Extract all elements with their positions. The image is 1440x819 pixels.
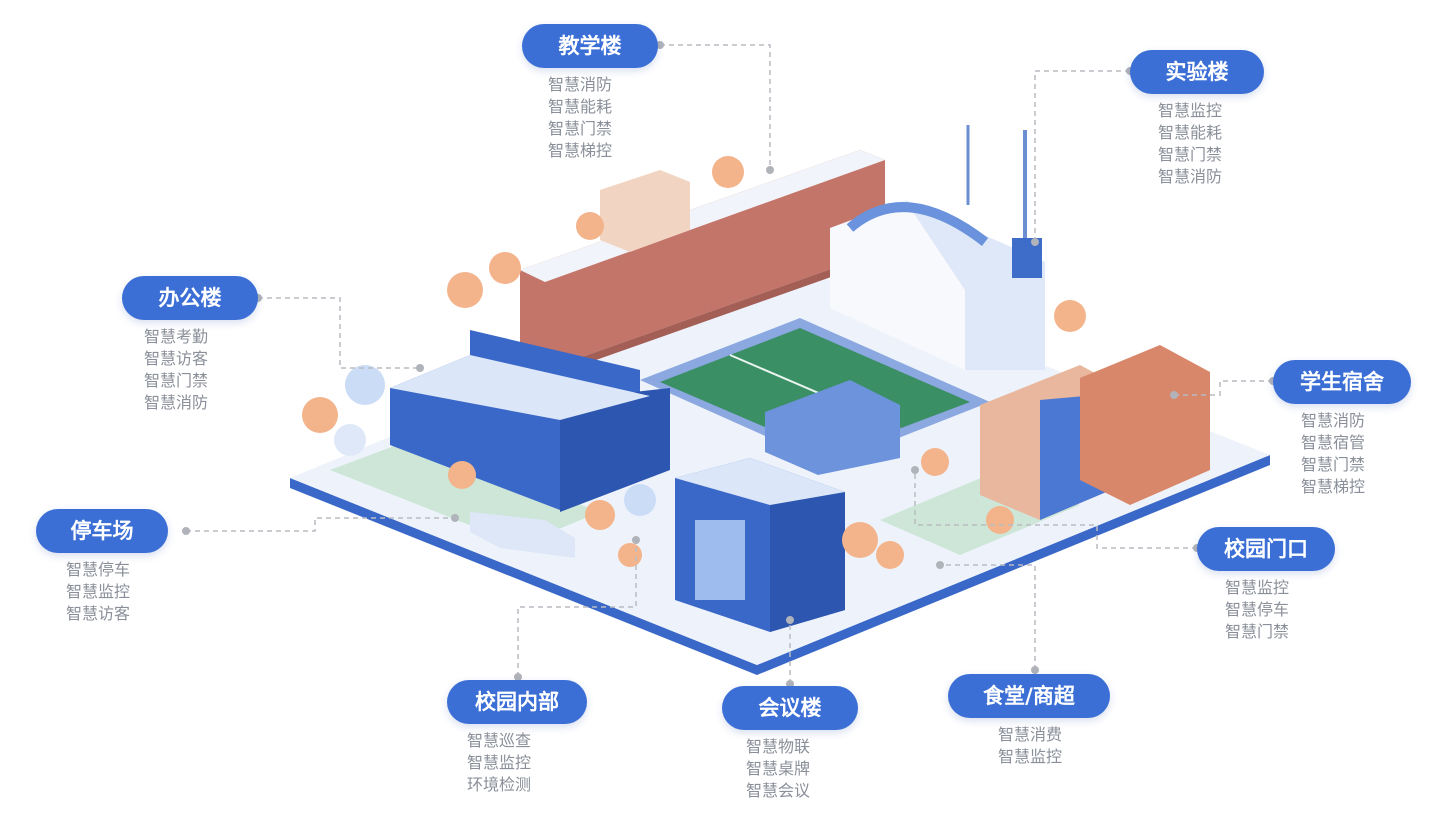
zone-parking: 停车场 智慧停车 智慧监控 智慧访客 — [36, 509, 168, 625]
zone-label[interactable]: 学生宿舍 — [1273, 360, 1411, 404]
zone-dorm: 学生宿舍 智慧消防 智慧宿管 智慧门禁 智慧梯控 — [1273, 360, 1411, 498]
feature-item: 智慧考勤 — [144, 327, 209, 346]
connector-parking — [186, 517, 455, 532]
zone-label[interactable]: 教学楼 — [522, 24, 658, 68]
zone-canteen: 食堂/商超 智慧消费 智慧监控 — [948, 674, 1110, 768]
zone-label[interactable]: 会议楼 — [722, 686, 858, 730]
feature-item: 智慧消防 — [1158, 167, 1223, 186]
connector-lab — [1034, 70, 1130, 242]
zone-label[interactable]: 校园门口 — [1197, 527, 1335, 571]
zone-meeting: 会议楼 智慧物联 智慧桌牌 智慧会议 — [722, 686, 858, 802]
feature-item: 智慧能耗 — [1158, 123, 1223, 142]
feature-item: 智慧门禁 — [1158, 145, 1223, 164]
feature-item: 智慧停车 — [66, 560, 131, 579]
feature-item: 智慧门禁 — [144, 371, 209, 390]
feature-item: 智慧梯控 — [548, 141, 613, 160]
feature-item: 智慧消防 — [1301, 411, 1366, 430]
zone-lab: 实验楼 智慧监控 智慧能耗 智慧门禁 智慧消防 — [1130, 50, 1264, 188]
bus — [470, 512, 575, 558]
campus-base-edge — [290, 455, 1270, 675]
feature-item: 智慧桌牌 — [746, 759, 811, 778]
zone-gate: 校园门口 智慧监控 智慧停车 智慧门禁 — [1197, 527, 1335, 643]
feature-item: 智慧监控 — [1158, 101, 1223, 120]
meeting-building — [675, 458, 845, 632]
feature-item: 智慧监控 — [1225, 578, 1290, 597]
zone-label[interactable]: 停车场 — [36, 509, 168, 553]
feature-item: 智慧会议 — [746, 781, 811, 800]
feature-item: 环境检测 — [467, 775, 532, 794]
connector-gate — [914, 470, 1197, 549]
zone-label[interactable]: 实验楼 — [1130, 50, 1264, 94]
feature-item: 智慧监控 — [998, 747, 1063, 766]
feature-item: 智慧门禁 — [1301, 455, 1366, 474]
feature-item: 智慧宿管 — [1301, 433, 1366, 452]
feature-item: 智慧访客 — [66, 604, 131, 623]
zone-teaching: 教学楼 智慧消防 智慧能耗 智慧门禁 智慧梯控 — [522, 24, 658, 162]
feature-item: 智慧监控 — [467, 753, 532, 772]
zone-label[interactable]: 办公楼 — [122, 276, 258, 320]
zone-office: 办公楼 智慧考勤 智慧访客 智慧门禁 智慧消防 — [122, 276, 258, 414]
connector-teaching — [660, 44, 771, 170]
feature-item: 智慧访客 — [144, 349, 209, 368]
feature-item: 智慧停车 — [1225, 600, 1290, 619]
zone-label[interactable]: 校园内部 — [447, 680, 587, 724]
connector-dorm — [1174, 380, 1273, 396]
feature-item: 智慧巡查 — [467, 731, 532, 750]
connector-campus — [517, 540, 637, 677]
lab-building — [830, 125, 1045, 370]
connectors — [186, 44, 1273, 684]
connector-office — [258, 297, 420, 369]
feature-item: 智慧监控 — [66, 582, 131, 601]
dormitory-building — [980, 345, 1210, 520]
feature-item: 智慧梯控 — [1301, 477, 1366, 496]
feature-item: 智慧物联 — [746, 737, 811, 756]
feature-item: 智慧能耗 — [548, 97, 613, 116]
feature-item: 智慧消费 — [998, 725, 1063, 744]
connector-dots — [182, 41, 1277, 688]
teaching-building — [520, 150, 885, 378]
feature-item: 智慧消防 — [144, 393, 209, 412]
hall-building — [765, 380, 900, 475]
feature-item: 智慧门禁 — [548, 119, 613, 138]
zone-label[interactable]: 食堂/商超 — [948, 674, 1110, 718]
feature-item: 智慧消防 — [548, 75, 613, 94]
zone-campus: 校园内部 智慧巡查 智慧监控 环境检测 — [447, 680, 587, 796]
trees — [302, 156, 1086, 569]
feature-item: 智慧门禁 — [1225, 622, 1290, 641]
